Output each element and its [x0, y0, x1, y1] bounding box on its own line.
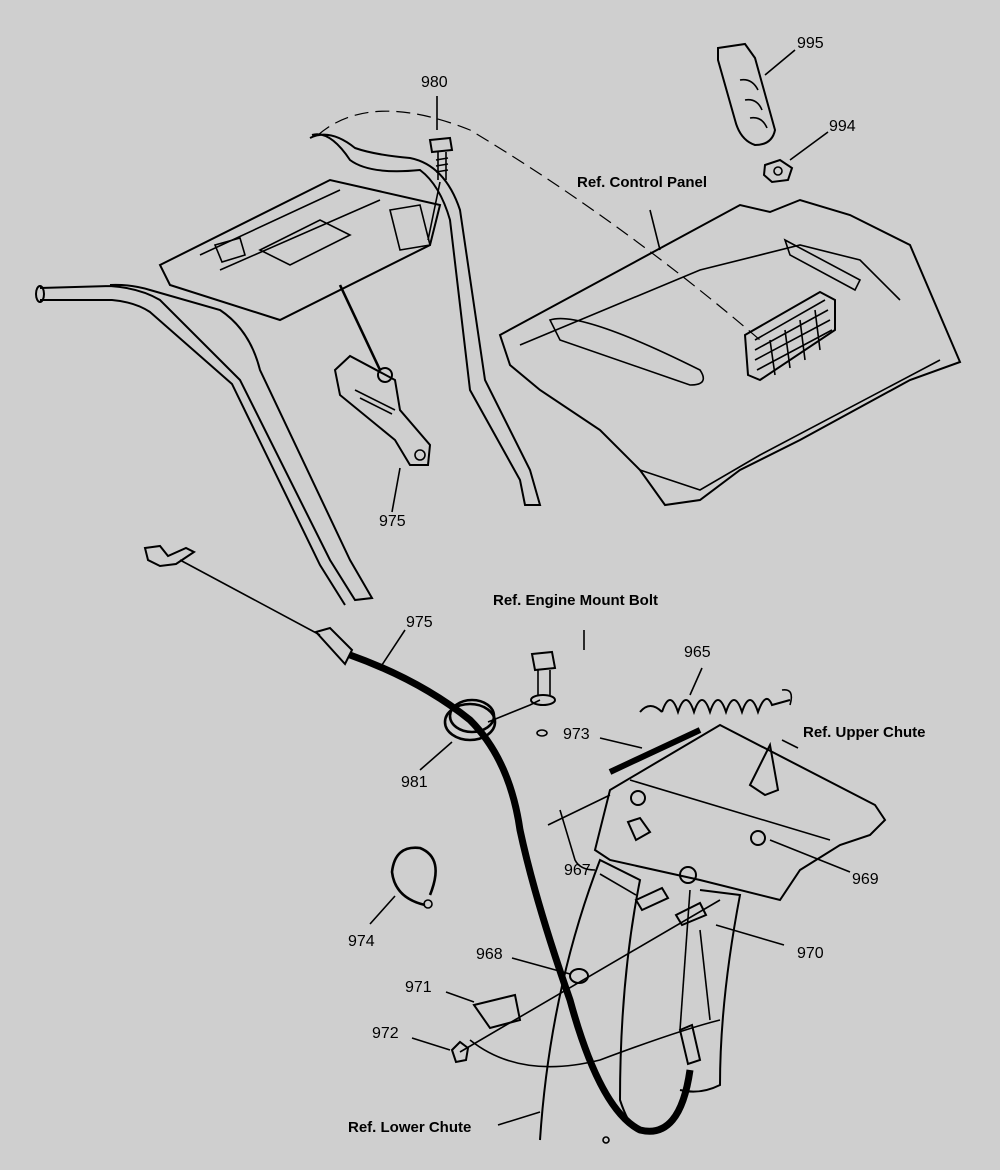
callout-leaders [369, 49, 851, 1126]
label-ref-engine-mount-bolt: Ref. Engine Mount Bolt [493, 592, 658, 609]
label-995: 995 [797, 35, 824, 52]
control-panel [498, 198, 962, 507]
grip-995 [717, 42, 777, 147]
assembly-lines [459, 794, 721, 1053]
dashed-leader [317, 110, 761, 341]
engine-mount-bolt [530, 650, 557, 737]
ring-974 [390, 846, 437, 909]
bolt-980 [427, 136, 454, 241]
label-975-upper: 975 [379, 513, 406, 530]
label-ref-control-panel: Ref. Control Panel [577, 174, 708, 191]
label-972: 972 [372, 1025, 399, 1042]
shift-bracket [333, 284, 432, 466]
label-967: 967 [564, 862, 591, 879]
label-975-cable: 975 [406, 614, 433, 631]
label-970: 970 [797, 945, 824, 962]
spring-965 [639, 688, 793, 716]
nut-994 [762, 158, 794, 184]
label-971: 971 [405, 979, 432, 996]
upper-chute [593, 723, 887, 902]
label-980: 980 [421, 74, 448, 91]
rod-973 [608, 727, 702, 775]
label-968: 968 [476, 946, 503, 963]
label-974: 974 [348, 933, 375, 950]
handle-frame [35, 133, 542, 606]
cable-assembly [143, 544, 694, 1135]
label-994: 994 [829, 118, 856, 135]
label-ref-lower-chute: Ref. Lower Chute [348, 1119, 472, 1136]
lower-chute [539, 858, 742, 1144]
label-981: 981 [401, 774, 428, 791]
label-965: 965 [684, 644, 711, 661]
label-969: 969 [852, 871, 879, 888]
fasteners [450, 866, 721, 1068]
label-973: 973 [563, 726, 590, 743]
label-ref-upper-chute: Ref. Upper Chute [803, 724, 926, 741]
